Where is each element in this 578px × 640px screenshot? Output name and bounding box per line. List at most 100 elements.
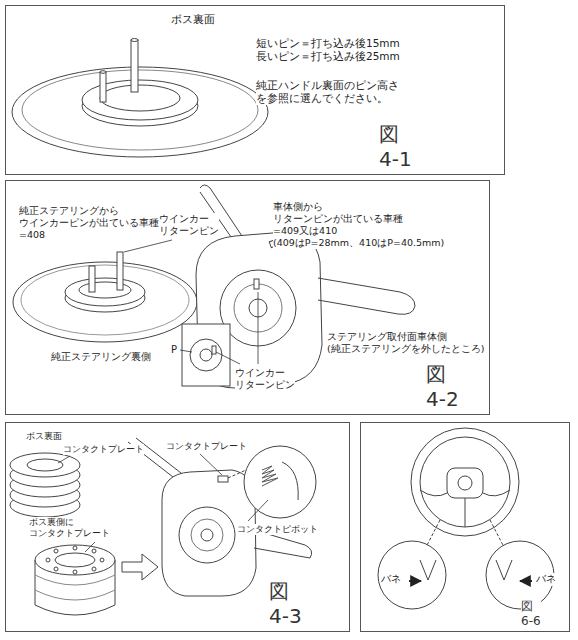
text-line: 6-6 bbox=[521, 614, 541, 629]
text-line: 図 bbox=[521, 599, 541, 614]
annotation-text: ステアリング取付面車体側 (純正ステアリングを外したところ) bbox=[327, 331, 484, 355]
text-line: =409又は410 bbox=[273, 225, 444, 237]
text-line: ボス裏面 bbox=[26, 431, 62, 442]
steering-rear bbox=[89, 266, 95, 292]
text-line: 長いピン＝打ち込み後25mm bbox=[256, 50, 400, 63]
annotation-text: バネ bbox=[381, 573, 401, 586]
column-side bbox=[318, 278, 415, 314]
boss-with-plate bbox=[73, 570, 77, 574]
boss-rear bbox=[100, 85, 180, 111]
direction-arrow bbox=[122, 554, 158, 580]
boss bbox=[27, 459, 63, 471]
boss-rear bbox=[131, 40, 138, 92]
column-side bbox=[200, 185, 210, 188]
detail-circle bbox=[228, 470, 246, 478]
boss bbox=[10, 453, 80, 477]
text-line: 4-2 bbox=[426, 387, 459, 412]
figure-caption: 図 4-1 bbox=[379, 122, 412, 172]
boss-rear bbox=[131, 39, 138, 42]
boss-rear bbox=[12, 39, 268, 158]
annotation-text: ウインカー リターンピン bbox=[159, 213, 219, 237]
text-line: コンタクトプレート bbox=[166, 441, 247, 452]
leader-line bbox=[200, 454, 222, 475]
annotation-text: ボス裏面 bbox=[26, 431, 62, 442]
boss bbox=[10, 453, 80, 517]
text-line: ボス裏面 bbox=[171, 13, 215, 27]
text-line: リターンピンが出ている車種 bbox=[273, 213, 444, 225]
figure-caption: 図 4-2 bbox=[426, 362, 459, 412]
column-side bbox=[191, 519, 223, 551]
text-line: ウインカー bbox=[159, 213, 219, 225]
figure-panel: 純正ステアリングから ウインカーピンが出ている車種 =408ウインカー リターン… bbox=[5, 180, 490, 415]
text-line: P bbox=[171, 344, 177, 357]
annotation-text: コンタクトピボット bbox=[237, 524, 318, 535]
text-line: 図 bbox=[269, 579, 302, 604]
text-line: 純正ステアリング裏側 bbox=[51, 351, 151, 363]
steering-wheel bbox=[411, 428, 519, 551]
annotation-text: ボス裏面 bbox=[171, 13, 215, 27]
annotation-text: 短いピン＝打ち込み後15mm 長いピン＝打ち込み後25mm bbox=[256, 37, 400, 63]
detail-circle bbox=[282, 462, 298, 500]
annotation-text: コンタクトプレート bbox=[166, 441, 247, 452]
leader-line bbox=[216, 352, 240, 364]
boss-with-plate bbox=[55, 553, 95, 567]
figure-panel: ボス裏面コンタクトプレートコンタクトプレートボス裏側に コンタクトプレートコンタ… bbox=[5, 422, 350, 632]
boss-with-plate bbox=[35, 575, 115, 600]
column-side bbox=[200, 349, 212, 361]
boss-with-plate bbox=[35, 545, 115, 615]
text-line: ステアリング取付面車体側 bbox=[327, 331, 484, 343]
boss-rear bbox=[100, 71, 106, 74]
text-line: 4-1 bbox=[379, 147, 412, 172]
boss-with-plate bbox=[92, 567, 96, 571]
steering-wheel bbox=[411, 428, 519, 536]
column-side bbox=[218, 476, 228, 482]
text-line: ウインカー bbox=[235, 367, 295, 379]
leader-line bbox=[258, 292, 259, 364]
text-line: 純正ハンドル裏面のピン高さ bbox=[256, 79, 399, 92]
leader-line bbox=[124, 240, 172, 252]
detail-circle bbox=[420, 560, 436, 580]
boss-rear bbox=[12, 67, 268, 157]
steering-wheel bbox=[424, 520, 506, 551]
text-line: ウインカーピンが出ている車種 bbox=[19, 217, 159, 229]
column-side bbox=[190, 339, 222, 371]
leader-line bbox=[180, 350, 192, 352]
boss-with-plate bbox=[92, 549, 96, 553]
text-line: 車体側から bbox=[273, 201, 444, 213]
text-line: リターンピン bbox=[235, 379, 295, 391]
text-line: コンタクトピボット bbox=[237, 524, 318, 535]
figure-panel: バネ バネ図 6-6 bbox=[360, 422, 570, 632]
steering-rear bbox=[65, 278, 145, 306]
detail-circle bbox=[409, 580, 421, 582]
steering-wheel bbox=[420, 437, 510, 527]
text-line: コンタクトプレート bbox=[63, 444, 144, 455]
steering-wheel bbox=[458, 476, 472, 490]
detail-circle bbox=[244, 446, 316, 518]
text-line: バネ bbox=[381, 573, 401, 586]
annotation-text: ボス裏側に コンタクトプレート bbox=[29, 517, 110, 540]
text-line: バネ bbox=[536, 573, 556, 586]
annotation-text: P bbox=[171, 344, 177, 357]
boss-with-plate bbox=[46, 558, 50, 562]
text-line: (純正ステアリングを外したところ) bbox=[327, 343, 484, 355]
boss-rear bbox=[82, 80, 198, 120]
leader-line bbox=[248, 500, 268, 521]
text-line: 短いピン＝打ち込み後15mm bbox=[256, 37, 400, 50]
steering-wheel bbox=[420, 490, 510, 527]
figure-panel: ボス裏面短いピン＝打ち込み後15mm 長いピン＝打ち込み後25mm 純正ハンドル裏… bbox=[5, 5, 505, 175]
annotation-text: 純正ハンドル裏面のピン高さ を参照に選んでください。 bbox=[256, 79, 399, 105]
column-side bbox=[254, 279, 259, 289]
boss-with-plate bbox=[35, 545, 115, 575]
boss-with-plate bbox=[73, 546, 77, 550]
boss-with-plate bbox=[100, 558, 104, 562]
annotation-text: 純正ステアリングから ウインカーピンが出ている車種 =408 bbox=[19, 205, 159, 241]
column-side bbox=[212, 346, 216, 354]
text-line: を参照に選んでください。 bbox=[256, 92, 399, 105]
leader-line bbox=[58, 456, 70, 463]
leader-line bbox=[124, 240, 258, 364]
text-line: =408 bbox=[19, 229, 159, 241]
detail-circle bbox=[520, 580, 532, 582]
annotation-text: ウインカー リターンピン bbox=[235, 367, 295, 391]
text-line: 純正ステアリングから bbox=[19, 205, 159, 217]
text-line: 図 bbox=[379, 122, 412, 147]
